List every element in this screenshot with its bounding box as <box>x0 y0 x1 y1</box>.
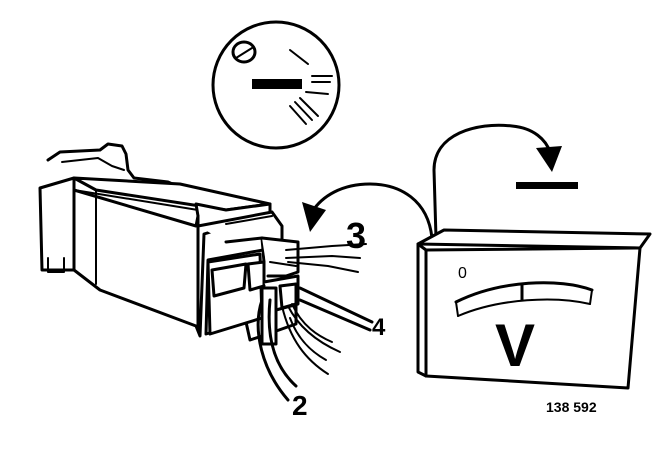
ground-symbol-icon <box>516 182 578 189</box>
headlight-switch-icon <box>211 20 341 150</box>
probe-lead-ground <box>432 123 562 240</box>
pin-label-4: 4 <box>372 314 386 341</box>
probe-lead-pin3 <box>302 182 434 240</box>
pin-label-2: 2 <box>292 390 308 421</box>
figure-number: 138 592 <box>546 399 597 415</box>
harness-wires <box>256 243 374 402</box>
pin-label-3: 3 <box>346 215 367 256</box>
relay-unit <box>38 142 300 346</box>
voltmeter <box>416 228 652 390</box>
voltmeter-scale-zero: 0 <box>458 265 467 282</box>
voltmeter-unit-symbol: V <box>495 312 536 379</box>
